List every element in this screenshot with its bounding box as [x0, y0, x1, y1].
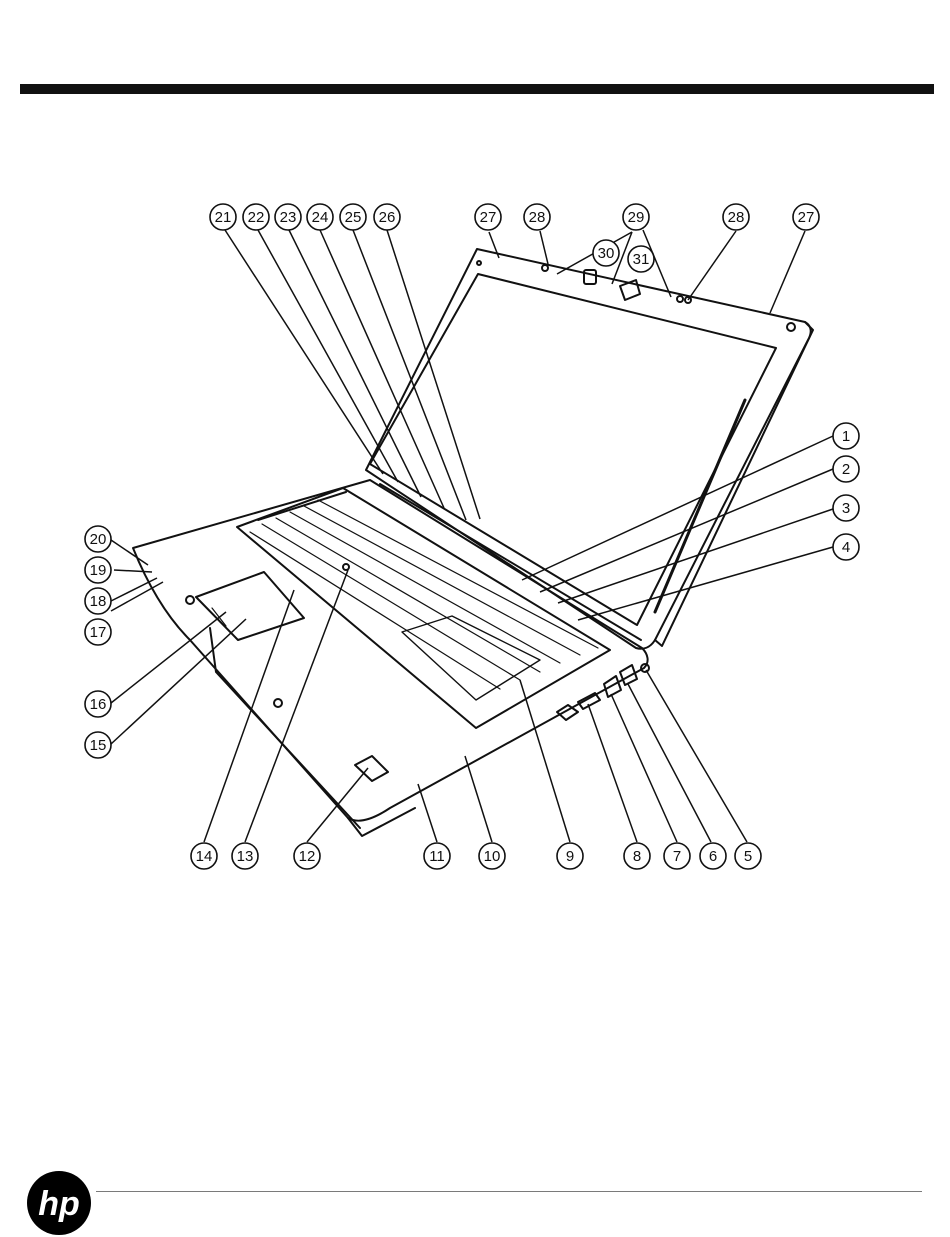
callout-5: 5	[735, 843, 761, 869]
callout-26: 26	[374, 204, 400, 230]
svg-text:8: 8	[633, 848, 641, 865]
svg-text:12: 12	[299, 848, 316, 865]
callout-28-right: 28	[723, 204, 749, 230]
svg-text:hp: hp	[38, 1185, 80, 1223]
callout-22: 22	[243, 204, 269, 230]
callout-16: 16	[85, 691, 111, 717]
callout-15: 15	[85, 732, 111, 758]
laptop-display	[366, 249, 811, 649]
callout-25: 25	[340, 204, 366, 230]
svg-text:29: 29	[628, 209, 645, 226]
svg-text:27: 27	[480, 209, 497, 226]
callout-6: 6	[700, 843, 726, 869]
callout-29: 29	[623, 204, 649, 230]
svg-text:14: 14	[196, 848, 213, 865]
svg-text:24: 24	[312, 209, 329, 226]
svg-text:16: 16	[90, 696, 107, 713]
laptop-base	[133, 480, 649, 836]
callout-23: 23	[275, 204, 301, 230]
callout-11: 11	[424, 843, 450, 869]
svg-text:2: 2	[842, 461, 850, 478]
svg-text:18: 18	[90, 593, 107, 610]
svg-text:26: 26	[379, 209, 396, 226]
svg-text:28: 28	[529, 209, 546, 226]
svg-text:28: 28	[728, 209, 745, 226]
callout-12: 12	[294, 843, 320, 869]
callout-10: 10	[479, 843, 505, 869]
svg-text:3: 3	[842, 500, 850, 517]
svg-text:11: 11	[429, 848, 445, 865]
svg-text:23: 23	[280, 209, 297, 226]
callout-2: 2	[833, 456, 859, 482]
svg-text:15: 15	[90, 737, 107, 754]
callout-30: 30	[593, 240, 619, 266]
svg-text:30: 30	[598, 245, 615, 262]
callout-9: 9	[557, 843, 583, 869]
svg-text:17: 17	[90, 624, 107, 641]
svg-text:7: 7	[673, 848, 681, 865]
webcam-icon	[584, 270, 596, 284]
hp-logo: hp	[25, 1170, 93, 1236]
footer-rule	[96, 1191, 922, 1192]
ambient-light-sensor	[620, 280, 640, 300]
callout-20: 20	[85, 526, 111, 552]
callout-27-left: 27	[475, 204, 501, 230]
callout-4: 4	[833, 534, 859, 560]
callout-28-left: 28	[524, 204, 550, 230]
callout-markers: 21 22 23 24 25 26 27 28 29 28 27 30 31 1…	[85, 204, 859, 869]
svg-text:9: 9	[566, 848, 574, 865]
svg-text:5: 5	[744, 848, 752, 865]
callout-leaders	[111, 230, 833, 842]
callout-19: 19	[85, 557, 111, 583]
svg-text:22: 22	[248, 209, 265, 226]
svg-text:4: 4	[842, 539, 850, 556]
svg-text:20: 20	[90, 531, 107, 548]
svg-text:21: 21	[215, 209, 232, 226]
callout-7: 7	[664, 843, 690, 869]
callout-27-right: 27	[793, 204, 819, 230]
callout-13: 13	[232, 843, 258, 869]
svg-text:19: 19	[90, 562, 107, 579]
callout-3: 3	[833, 495, 859, 521]
callout-1: 1	[833, 423, 859, 449]
callout-14: 14	[191, 843, 217, 869]
svg-text:13: 13	[237, 848, 254, 865]
callout-17: 17	[85, 619, 111, 645]
callout-8: 8	[624, 843, 650, 869]
callout-18: 18	[85, 588, 111, 614]
svg-text:1: 1	[842, 428, 850, 445]
callout-31: 31	[628, 246, 654, 272]
svg-text:31: 31	[633, 251, 650, 268]
svg-text:27: 27	[798, 209, 815, 226]
svg-text:10: 10	[484, 848, 501, 865]
callout-24: 24	[307, 204, 333, 230]
svg-text:25: 25	[345, 209, 362, 226]
callout-21: 21	[210, 204, 236, 230]
svg-text:6: 6	[709, 848, 717, 865]
